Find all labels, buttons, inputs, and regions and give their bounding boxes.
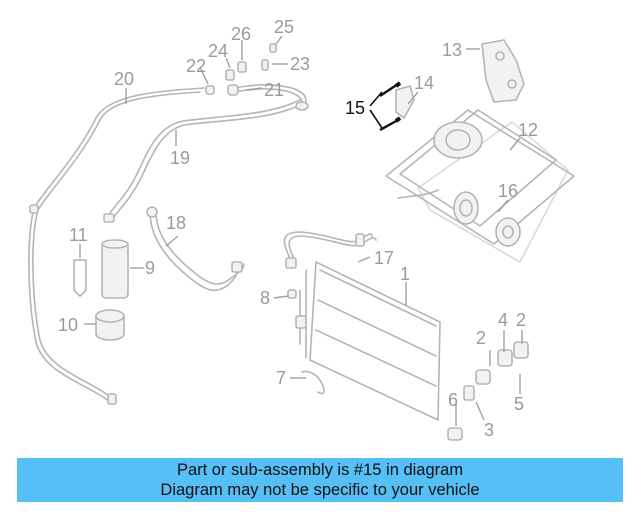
bolt-part-15 bbox=[379, 81, 402, 132]
callout-13: 13 bbox=[442, 40, 462, 60]
drier-cartridge-10 bbox=[95, 309, 125, 341]
fittings-22-26 bbox=[205, 43, 277, 95]
callout-25: 25 bbox=[274, 17, 294, 37]
bracket-14 bbox=[395, 85, 415, 120]
callout-14: 14 bbox=[414, 73, 434, 93]
callout-18: 18 bbox=[166, 213, 186, 233]
callout-22: 22 bbox=[186, 56, 206, 76]
callout-2b: 2 bbox=[516, 310, 526, 330]
small-parts bbox=[287, 289, 529, 441]
callout-15: 15 bbox=[345, 98, 365, 118]
callout-5: 5 bbox=[514, 394, 524, 414]
callout-20: 20 bbox=[114, 69, 134, 89]
parts-diagram: 1 2 2 3 4 5 6 7 8 9 10 11 12 13 14 15 16… bbox=[28, 17, 575, 441]
condenser-1 bbox=[295, 261, 441, 421]
hose-20 bbox=[28, 87, 205, 405]
leader-lines bbox=[79, 35, 523, 426]
hose-21 bbox=[227, 84, 309, 111]
callout-26: 26 bbox=[231, 24, 251, 44]
callout-1: 1 bbox=[400, 264, 410, 284]
callout-6: 6 bbox=[448, 390, 458, 410]
callout-10: 10 bbox=[58, 315, 78, 335]
callout-11: 11 bbox=[69, 225, 88, 245]
info-banner: Part or sub-assembly is #15 in diagram D… bbox=[17, 458, 623, 502]
callout-17: 17 bbox=[374, 248, 394, 268]
mount-bracket-13 bbox=[481, 39, 525, 103]
callout-3: 3 bbox=[484, 420, 494, 440]
callout-19: 19 bbox=[170, 148, 190, 168]
compressor-group bbox=[385, 109, 575, 263]
callout-12: 12 bbox=[518, 120, 538, 140]
callout-4: 4 bbox=[498, 310, 508, 330]
banner-line-2: Diagram may not be specific to your vehi… bbox=[160, 481, 480, 499]
callout-9: 9 bbox=[145, 258, 155, 278]
callout-21: 21 bbox=[264, 80, 284, 100]
callout-24: 24 bbox=[208, 41, 228, 61]
bracket-11 bbox=[73, 259, 87, 297]
hose-18 bbox=[146, 206, 245, 292]
callout-16: 16 bbox=[498, 181, 518, 201]
hose-19 bbox=[103, 99, 301, 223]
receiver-drier-9 bbox=[101, 239, 129, 299]
callout-7: 7 bbox=[276, 368, 286, 388]
callout-23: 23 bbox=[290, 54, 310, 74]
callout-8: 8 bbox=[260, 288, 270, 308]
hose-17 bbox=[283, 231, 377, 269]
callout-2a: 2 bbox=[476, 328, 486, 348]
banner-line-1: Part or sub-assembly is #15 in diagram bbox=[176, 461, 464, 479]
